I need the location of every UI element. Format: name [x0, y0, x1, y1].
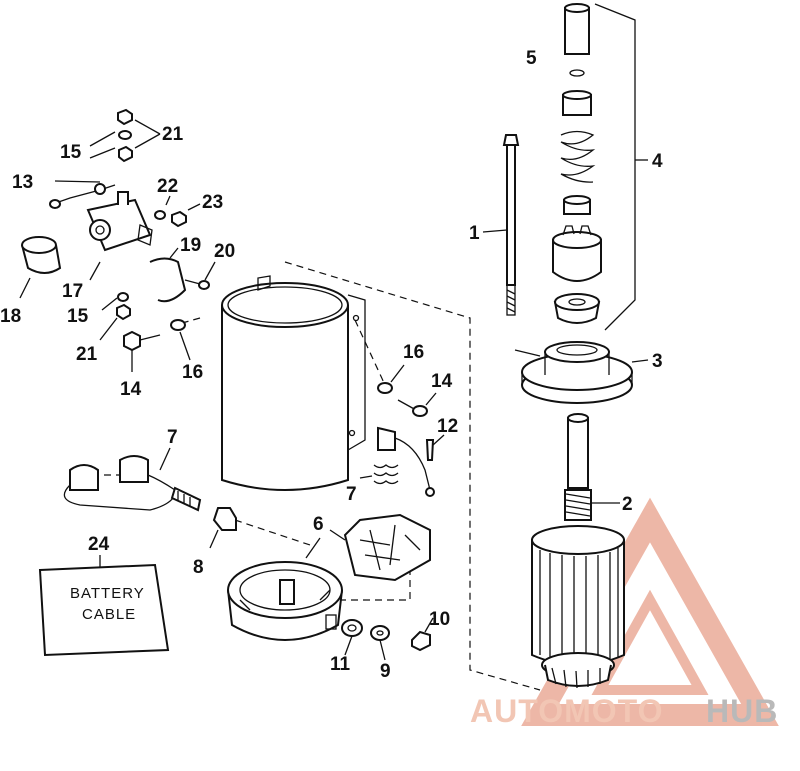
callout-20: 20 — [214, 241, 235, 262]
washers-and-nut — [341, 617, 434, 661]
callout-6: 6 — [313, 514, 324, 535]
battery-label-line2: CABLE — [82, 606, 136, 623]
terminal-clip — [209, 507, 237, 549]
commutator-end-cap — [227, 537, 343, 641]
callout-10: 10 — [429, 609, 450, 630]
callout-14-left: 14 — [120, 379, 142, 400]
through-bolt — [482, 134, 520, 316]
callout-24: 24 — [88, 534, 110, 555]
brush-plate — [329, 513, 431, 582]
callout-1: 1 — [469, 223, 480, 244]
pinion-drive-assembly — [552, 3, 602, 324]
watermark-text-hub: HUB — [706, 693, 778, 729]
callout-17: 17 — [62, 281, 83, 302]
callout-18: 18 — [0, 306, 21, 327]
callout-3: 3 — [652, 351, 663, 372]
drive-end-cap — [514, 341, 649, 404]
battery-cable-box — [38, 555, 170, 657]
callout-19: 19 — [180, 235, 201, 256]
callout-15-top: 15 — [60, 142, 82, 163]
lower-nut-and-washer — [99, 292, 131, 341]
washer-bolt-right — [377, 364, 437, 417]
group-bracket-4 — [594, 3, 648, 331]
mounting-strap — [149, 247, 216, 303]
callout-7-right: 7 — [346, 484, 357, 505]
callout-14-right: 14 — [431, 371, 453, 392]
callout-11: 11 — [330, 654, 351, 675]
callout-15-bottom: 15 — [67, 306, 89, 327]
callout-21-top: 21 — [162, 124, 184, 145]
callout-2: 2 — [622, 494, 633, 515]
callout-12: 12 — [437, 416, 458, 437]
watermark-text-automoto: AUTOMOTO — [470, 693, 663, 729]
callout-16-left: 16 — [182, 362, 203, 383]
battery-label-line1: BATTERY — [70, 585, 145, 602]
callout-5: 5 — [526, 48, 537, 69]
brush-set-left — [63, 447, 202, 512]
callout-23: 23 — [202, 192, 223, 213]
solenoid-assembly — [49, 108, 161, 281]
bolt-and-washer-left — [123, 319, 191, 372]
armature — [531, 413, 625, 689]
motor-housing — [221, 275, 366, 491]
callout-8: 8 — [193, 557, 204, 578]
callout-21-bottom: 21 — [76, 344, 98, 365]
callout-16-right: 16 — [403, 342, 424, 363]
callout-13: 13 — [12, 172, 33, 193]
callout-4: 4 — [652, 151, 663, 172]
cover-ring — [19, 236, 62, 299]
brush-and-spring-right — [359, 426, 445, 497]
callout-22: 22 — [157, 176, 178, 197]
callout-7-left: 7 — [167, 427, 178, 448]
callout-9: 9 — [380, 661, 391, 682]
small-nut-and-washer — [154, 195, 201, 228]
